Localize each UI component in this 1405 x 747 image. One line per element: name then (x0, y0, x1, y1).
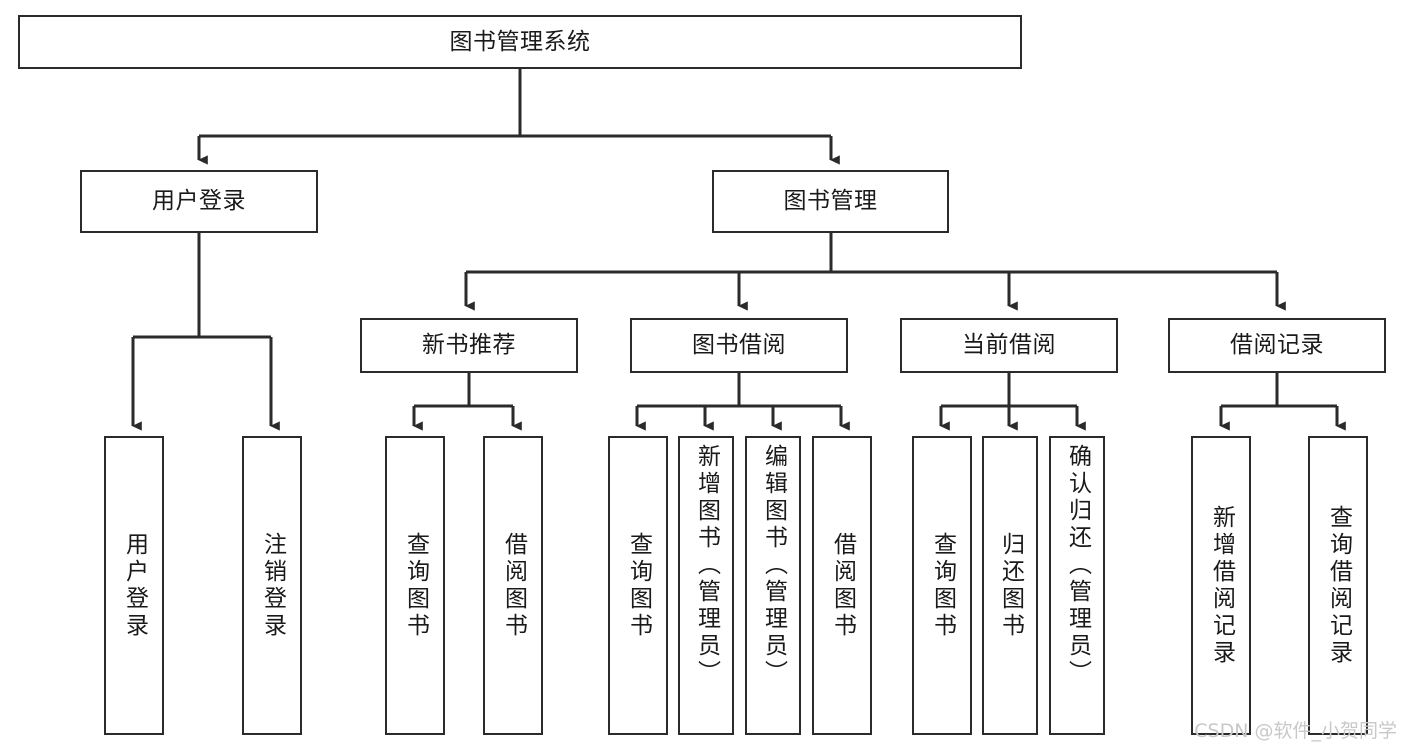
leaf-add-book[interactable]: 新增图书（管理员） (678, 436, 734, 735)
node-user-login-label: 用户登录 (152, 188, 246, 215)
node-root[interactable]: 图书管理系统 (18, 15, 1022, 69)
node-book-borrow-label: 图书借阅 (692, 332, 786, 359)
node-current-borrow[interactable]: 当前借阅 (900, 318, 1118, 373)
node-new-book-recommend-label: 新书推荐 (422, 332, 516, 359)
leaf-borrow-book-1-label: 借阅图书 (500, 531, 527, 640)
leaf-query-book-2[interactable]: 查询图书 (608, 436, 668, 735)
leaf-query-book-1[interactable]: 查询图书 (385, 436, 445, 735)
leaf-query-book-3[interactable]: 查询图书 (912, 436, 972, 735)
leaf-borrow-book-2-label: 借阅图书 (829, 531, 856, 640)
leaf-logout-login[interactable]: 注销登录 (242, 436, 302, 735)
leaf-edit-book-label: 编辑图书（管理员） (760, 444, 787, 687)
leaf-add-record[interactable]: 新增借阅记录 (1191, 436, 1251, 735)
node-book-management-label: 图书管理 (783, 188, 878, 215)
leaf-query-book-3-label: 查询图书 (929, 531, 956, 640)
leaf-user-login-label: 用户登录 (121, 531, 148, 640)
node-user-login[interactable]: 用户登录 (80, 170, 318, 233)
leaf-return-book-label: 归还图书 (997, 531, 1024, 640)
leaf-confirm-return-label: 确认归还（管理员） (1064, 444, 1091, 687)
leaf-add-book-label: 新增图书（管理员） (693, 444, 720, 687)
leaf-edit-book[interactable]: 编辑图书（管理员） (745, 436, 801, 735)
leaf-confirm-return[interactable]: 确认归还（管理员） (1049, 436, 1105, 735)
leaf-query-record-label: 查询借阅记录 (1325, 504, 1352, 667)
leaf-user-login[interactable]: 用户登录 (104, 436, 164, 735)
node-borrow-record-label: 借阅记录 (1230, 332, 1324, 359)
node-book-management[interactable]: 图书管理 (712, 170, 949, 233)
leaf-query-record[interactable]: 查询借阅记录 (1308, 436, 1368, 735)
leaf-borrow-book-1[interactable]: 借阅图书 (483, 436, 543, 735)
leaf-return-book[interactable]: 归还图书 (982, 436, 1038, 735)
node-book-borrow[interactable]: 图书借阅 (630, 318, 848, 373)
node-new-book-recommend[interactable]: 新书推荐 (360, 318, 578, 373)
leaf-query-book-2-label: 查询图书 (625, 531, 652, 640)
leaf-logout-login-label: 注销登录 (259, 531, 286, 640)
csdn-watermark: CSDN @软件_小贺同学 (1194, 720, 1397, 742)
node-root-label: 图书管理系统 (449, 28, 591, 55)
node-borrow-record[interactable]: 借阅记录 (1168, 318, 1386, 373)
leaf-query-book-1-label: 查询图书 (402, 531, 429, 640)
node-current-borrow-label: 当前借阅 (962, 332, 1056, 359)
leaf-add-record-label: 新增借阅记录 (1208, 504, 1235, 667)
leaf-borrow-book-2[interactable]: 借阅图书 (812, 436, 872, 735)
